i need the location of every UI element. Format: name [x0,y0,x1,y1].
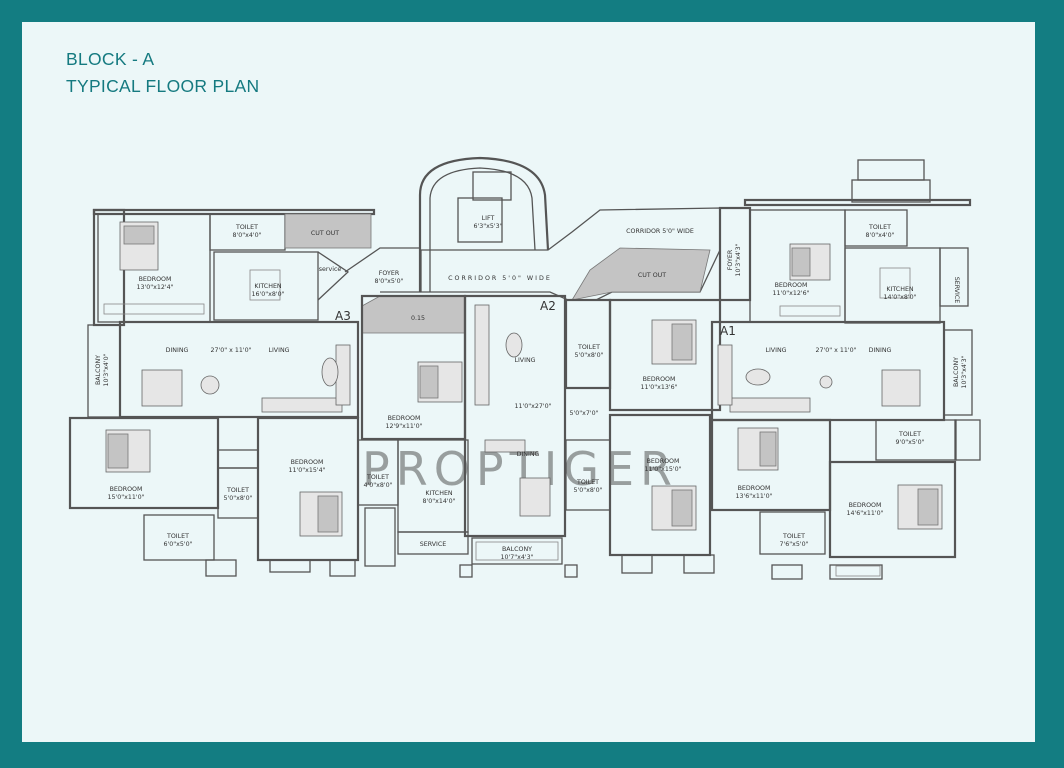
floor-plan-drawing: PROPTIGER [68,156,981,580]
room-label: TOILET [868,224,891,231]
room-label: SERVICE [420,541,447,548]
room-size: 7'6"x5'0" [779,541,808,548]
room-label: BEDROOM [738,485,771,492]
zone-a1: A1 [720,324,736,338]
room-size: 10'3"x4'3" [735,243,742,276]
room-label: TOILET [576,479,599,486]
room-size: 11'0"x13'6" [640,384,677,391]
zone-a2: A2 [540,299,556,313]
room-size: 27'0" x 11'0" [815,347,856,354]
walls [68,156,981,580]
room-size: 6'0"x5'0" [163,541,192,548]
room-label: TOILET [166,533,189,540]
room-label: BALCONY [95,355,102,385]
room-labels: BEDROOM 13'0"x12'4" TOILET 8'0"x4'0" CUT… [95,215,968,561]
room-label: KITCHEN [254,283,282,290]
room-label: CUT OUT [638,272,666,279]
room-size: 12'9"x11'0" [385,423,422,430]
room-label: DINING [166,347,189,354]
room-size: 6'3"x5'3" [473,223,502,230]
room-size: 13'0"x12'4" [136,284,173,291]
room-size: 10'7"x4'3" [500,554,533,561]
room-size: 8'0"x14'0" [422,498,455,505]
room-size: 9'0"x5'0" [895,439,924,446]
room-size: 10'3"x4'0" [103,353,110,386]
zone-a3: A3 [335,309,351,323]
room-label: CUT OUT [311,230,339,237]
room-label: FOYER [727,249,734,270]
room-label: BEDROOM [849,502,882,509]
room-label: BALCONY [953,357,960,387]
room-label: BEDROOM [139,276,172,283]
room-label: KITCHEN [886,286,914,293]
room-size: 5'0"x7'0" [569,410,598,417]
room-label: BEDROOM [291,459,324,466]
room-label: KITCHEN [425,490,453,497]
room-label: TOILET [226,487,249,494]
room-size: 14'0"x8'0" [883,294,916,301]
room-size: 11'0"x12'6" [772,290,809,297]
room-size: 15'0"x11'0" [107,494,144,501]
room-size: 8'0"x5'0" [374,278,403,285]
room-label: DINING [517,451,540,458]
room-size: 8'0"x4'0" [865,232,894,239]
room-label: 0.15 [411,315,425,322]
room-label: CORRIDOR 5'0" WIDE [626,228,694,235]
room-label: BEDROOM [643,376,676,383]
room-label: SERVICE [953,277,960,304]
room-label: TOILET [366,474,389,481]
room-label: LIVING [514,357,535,364]
room-size: 14'6"x11'0" [846,510,883,517]
room-size: 13'6"x11'0" [735,493,772,500]
floor-plan-sheet: BLOCK - A TYPICAL FLOOR PLAN PROPTIGER [22,22,1035,742]
room-label: CORRIDOR 5'0" WIDE [448,275,552,282]
room-label: TOILET [782,533,805,540]
room-label: BALCONY [502,546,532,553]
plan-title: TYPICAL FLOOR PLAN [66,76,260,96]
room-label: service [319,266,342,273]
room-size: 10'3"x4'3" [961,355,968,388]
room-size: 5'0"x8'0" [573,487,602,494]
room-label: TOILET [235,224,258,231]
room-label: FOYER [379,270,400,277]
room-size: 5'0"x8'0" [574,352,603,359]
room-label: BEDROOM [775,282,808,289]
room-label: BEDROOM [110,486,143,493]
block-title: BLOCK - A [66,49,155,69]
room-size: 11'0"x15'0" [644,466,681,473]
room-size: 11'0"x27'0" [514,403,551,410]
room-label: BEDROOM [388,415,421,422]
room-label: TOILET [898,431,921,438]
room-size: 27'0" x 11'0" [210,347,251,354]
room-size: 5'0"x8'0" [223,495,252,502]
room-label: BEDROOM [647,458,680,465]
room-label: TOILET [577,344,600,351]
room-size: 8'0"x4'0" [232,232,261,239]
room-label: LIFT [482,215,495,222]
furniture [103,221,943,577]
room-label: DINING [869,347,892,354]
room-label: LIVING [765,347,786,354]
room-size: 11'0"x15'4" [288,467,325,474]
room-label: LIVING [268,347,289,354]
room-size: 16'0"x8'0" [251,291,284,298]
room-size: 4'0"x8'0" [363,482,392,489]
